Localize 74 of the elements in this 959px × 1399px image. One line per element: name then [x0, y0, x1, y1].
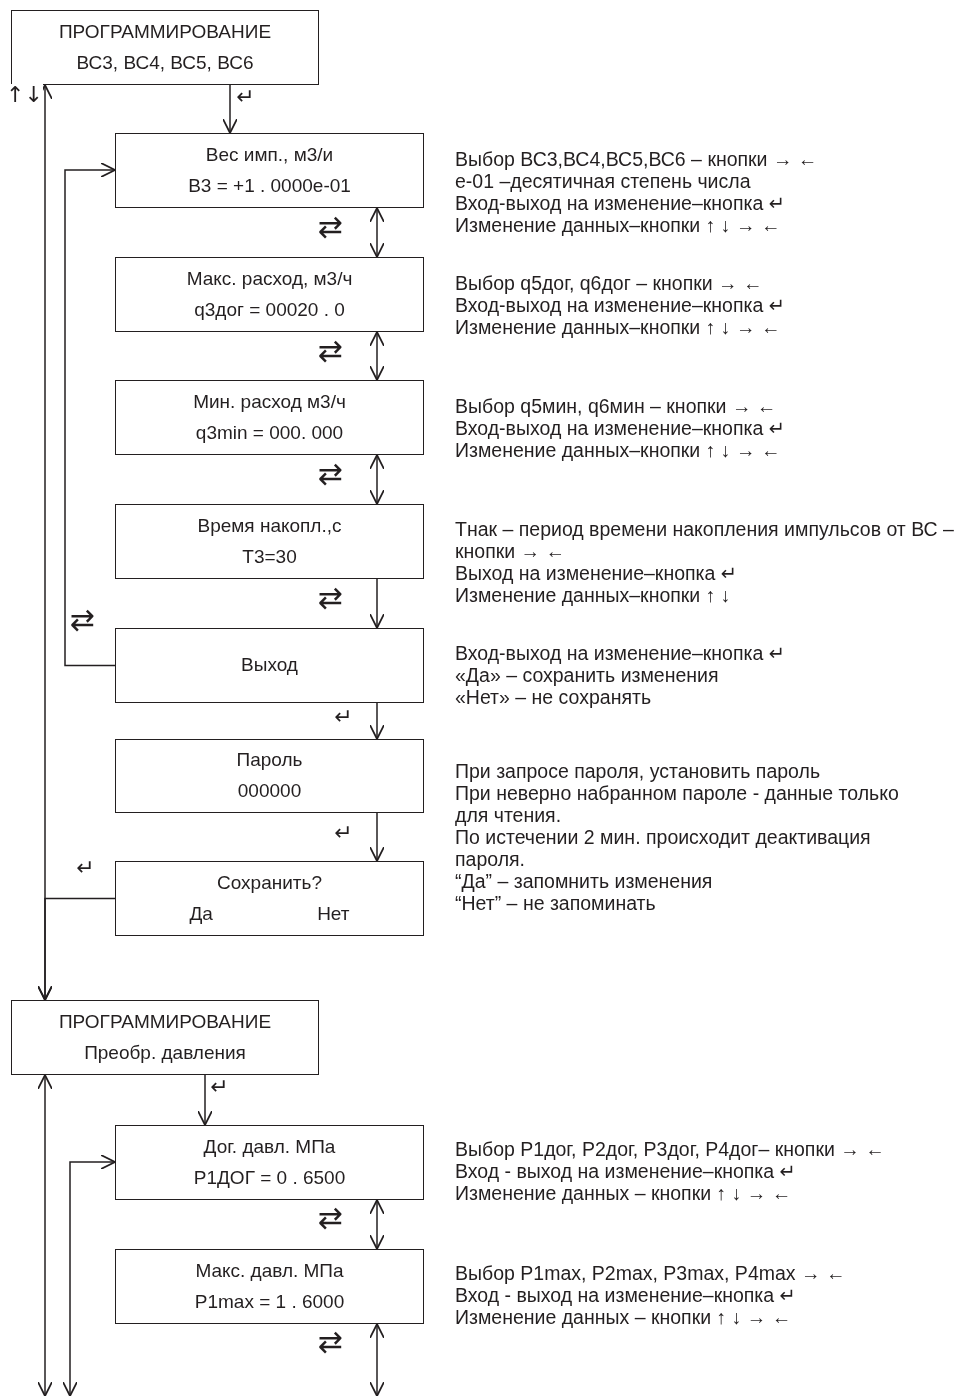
note-text: Изменение данных–кнопки ↑ ↓ [455, 584, 732, 606]
note-text: Изменение данных–кнопки ↑ ↓ → ← [455, 439, 782, 461]
menu-box [115, 628, 424, 703]
note-text: Вход-выход на изменение–кнопка ↵ [455, 417, 787, 439]
menu-box [115, 739, 424, 813]
arrow [369, 454, 385, 505]
note-text: Выбор ВС3,ВС4,ВС5,ВС6 – кнопки → ← [455, 148, 819, 170]
box-text: Макс. расход, м3/ч [186, 267, 353, 291]
arrow [369, 207, 385, 258]
note-text: Выход на изменение–кнопка ↵ [455, 562, 739, 584]
note-text: “Да” – запомнить изменения [455, 870, 714, 892]
note-text: При неверно набранном пароле - данные только для чтения. [455, 782, 900, 826]
note-text: Изменение данных – кнопки ↑ ↓ → ← [455, 1306, 793, 1328]
note-text: Изменение данных – кнопки ↑ ↓ → ← [455, 1182, 793, 1204]
box-text: Время накопл.,с [197, 514, 342, 538]
box-text: ПРОГРАММИРОВАНИЕ [58, 1010, 272, 1034]
box-text: P1max = 1 . 6000 [194, 1290, 345, 1314]
arrow [369, 1199, 385, 1250]
note-text: Вход-выход на изменение–кнопка ↵ [455, 294, 787, 316]
arrow [37, 84, 53, 1001]
note-text: Изменение данных–кнопки ↑ ↓ → ← [455, 214, 782, 236]
note-text: Выбор q5мин, q6мин – кнопки → ← [455, 395, 778, 417]
box-text: Т3=30 [242, 545, 297, 569]
option-text: Нет [317, 902, 350, 926]
note-text: По истечении 2 мин. происходит деактивация пароля. [455, 826, 872, 870]
box-text: ПРОГРАММИРОВАНИЕ [58, 20, 272, 44]
note-text: “Нет” – не запоминать [455, 892, 657, 914]
box-text: Пароль [236, 749, 303, 772]
box-text: В3 = +1 . 0000e-01 [188, 174, 351, 198]
note-text: Вход-выход на изменение–кнопка ↵ [455, 192, 787, 214]
box-text: ВС3, ВС4, ВС5, ВС6 [76, 51, 254, 75]
box-text: Мин. расход м3/ч [193, 390, 346, 414]
note-text: Выбор q5дог, q6дог – кнопки → ← [455, 272, 764, 294]
box-text: 000000 [237, 780, 302, 803]
note-text: При запросе пароля, установить пароль [455, 760, 822, 782]
menu-box [115, 133, 424, 208]
note-text: Вход - выход на изменение–кнопка ↵ [455, 1284, 797, 1306]
menu-box [115, 504, 424, 579]
note-text: е-01 –десятичная степень числа [455, 170, 752, 192]
arrow [37, 1074, 53, 1397]
option-text: Да [189, 902, 213, 926]
box-text: Вес имп., м3/и [205, 143, 334, 167]
arrow [62, 1154, 116, 1397]
arrow [369, 578, 385, 629]
note-text: Вход - выход на изменение–кнопка ↵ [455, 1160, 797, 1182]
note-text: Изменение данных–кнопки ↑ ↓ → ← [455, 316, 782, 338]
arrow [197, 1074, 213, 1126]
menu-box [11, 10, 319, 85]
arrow [369, 331, 385, 381]
arrow [369, 812, 385, 862]
menu-box [115, 1249, 424, 1324]
box-text: Преобр. давления [84, 1041, 246, 1065]
menu-box [115, 861, 424, 936]
box-text: Р1ДОГ = 0 . 6500 [193, 1166, 346, 1190]
box-text: q3min = 000. 000 [195, 421, 344, 445]
menu-box [115, 1125, 424, 1200]
note-text: Выбор P1max, P2max, P3max, P4max → ← [455, 1262, 847, 1284]
note-text: Вход-выход на изменение–кнопка ↵ [455, 642, 787, 664]
note-text: Выбор Р1дог, Р2дог, Р3дог, Р4дог– кнопки → ← [455, 1138, 886, 1160]
box-text: Макс. давл. МПа [195, 1259, 344, 1283]
note-text: «Нет» – не сохранять [455, 686, 653, 708]
box-text: q3дог = 00020 . 0 [194, 298, 345, 322]
menu-box [115, 380, 424, 455]
arrow [64, 162, 116, 667]
box-text: Дог. давл. МПа [203, 1135, 336, 1159]
arrow [369, 1323, 385, 1397]
arrow [222, 84, 238, 134]
box-text: Сохранить? [217, 871, 322, 895]
note-text: «Да» – сохранить изменения [455, 664, 720, 686]
arrow [369, 702, 385, 740]
menu-box [11, 1000, 319, 1075]
menu-box [115, 257, 424, 332]
box-text: Выход [241, 654, 298, 677]
note-text: Тнак – период времени накопления импульсов от ВС – кнопки → ← [455, 518, 955, 562]
